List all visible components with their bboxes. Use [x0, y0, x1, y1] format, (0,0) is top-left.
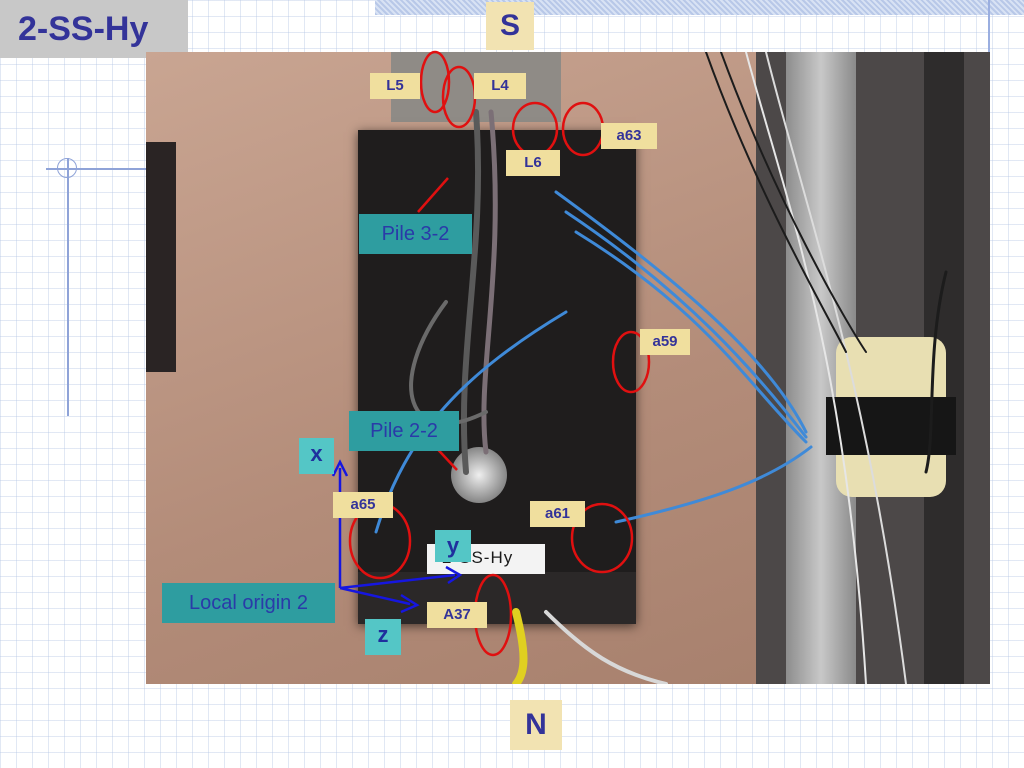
label-l5: L5 [370, 73, 420, 99]
equipment-photo: 2-SS-Hy [146, 52, 990, 684]
label-pile-2-2: Pile 2-2 [349, 411, 459, 451]
label-a61: a61 [530, 501, 585, 527]
left-plate [146, 142, 176, 372]
label-a37: A37 [427, 602, 487, 628]
label-a59: a59 [640, 329, 690, 355]
cable-bundle [374, 52, 948, 684]
label-a65: a65 [333, 492, 393, 518]
deco-vertical-line [67, 158, 69, 416]
deco-horizontal-line [46, 168, 156, 170]
top-decorative-strip [375, 0, 1024, 15]
label-local-origin: Local origin 2 [162, 583, 335, 623]
cylinder-sensor [451, 447, 507, 503]
compass-south: S [486, 2, 534, 50]
axis-label-y: y [435, 530, 471, 562]
label-a63: a63 [601, 123, 657, 149]
title-box: 2-SS-Hy [0, 0, 188, 58]
label-l4: L4 [474, 73, 526, 99]
axis-label-z: z [365, 619, 401, 655]
slide-title: 2-SS-Hy [18, 10, 149, 48]
label-l6: L6 [506, 150, 560, 176]
taped-bundle-band [826, 397, 956, 455]
axis-label-x: x [299, 438, 334, 474]
deco-circle [57, 158, 77, 178]
compass-north: N [510, 700, 562, 750]
top-right-divider [988, 0, 990, 60]
label-pile-3-2: Pile 3-2 [359, 214, 472, 254]
